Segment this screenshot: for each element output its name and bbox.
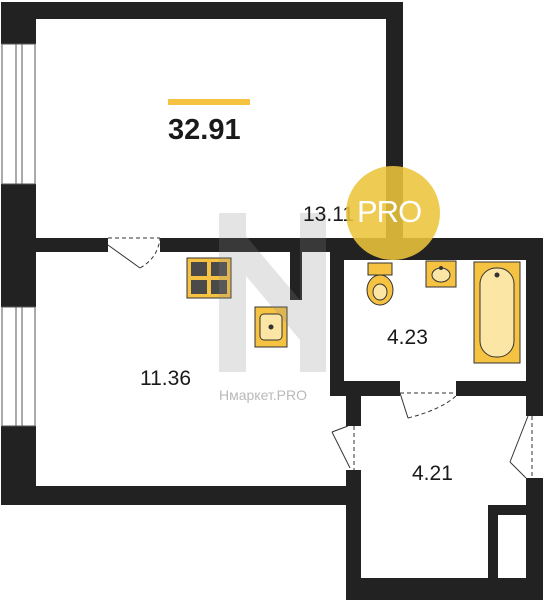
wall-right-lower — [526, 478, 543, 600]
wall-bath-left — [330, 252, 344, 393]
door-living-room — [107, 237, 161, 269]
door-entrance — [331, 425, 355, 470]
watermark-logo — [219, 213, 326, 372]
wall-hall-left-top — [346, 396, 361, 426]
wall-hall-left-bottom — [346, 470, 361, 600]
watermark-text: Нмаркет.PRO — [219, 387, 307, 403]
wall-top — [1, 2, 403, 19]
wall-bath-bottom-left — [330, 381, 400, 396]
window-upper — [1, 43, 36, 185]
pro-badge-text: PRO — [357, 194, 422, 229]
wall-right-outer — [526, 238, 543, 416]
wall-left-top — [1, 2, 36, 44]
wall-notch-left — [488, 505, 498, 578]
wall-partition-mid — [160, 238, 342, 252]
total-area-label: 32.91 — [168, 114, 241, 146]
window-lower — [1, 306, 36, 427]
living-room-area-label: 11.36 — [140, 367, 191, 390]
toilet-icon — [366, 262, 394, 306]
wall-corridor-div — [290, 252, 302, 300]
pro-badge — [346, 166, 440, 260]
wall-partition-left — [36, 238, 108, 252]
kitchen-area-label: 13.11 — [303, 203, 354, 226]
wall-left-mid — [1, 184, 36, 307]
wall-bath-bottom-right — [456, 381, 543, 396]
hallway-area-label: 4.21 — [412, 462, 453, 485]
wall-bottom-hall — [346, 578, 543, 600]
bathtub-icon — [473, 261, 521, 364]
bathroom-area-label: 4.23 — [387, 326, 428, 349]
washbasin-icon — [425, 260, 457, 288]
wall-bottom-left — [1, 486, 346, 505]
total-area-accent-bar — [168, 99, 250, 105]
door-bathroom — [399, 392, 457, 419]
door-closet — [509, 415, 533, 479]
stove-icon — [186, 257, 232, 299]
wall-notch-top — [490, 505, 526, 515]
kitchen-sink-icon — [254, 306, 288, 348]
